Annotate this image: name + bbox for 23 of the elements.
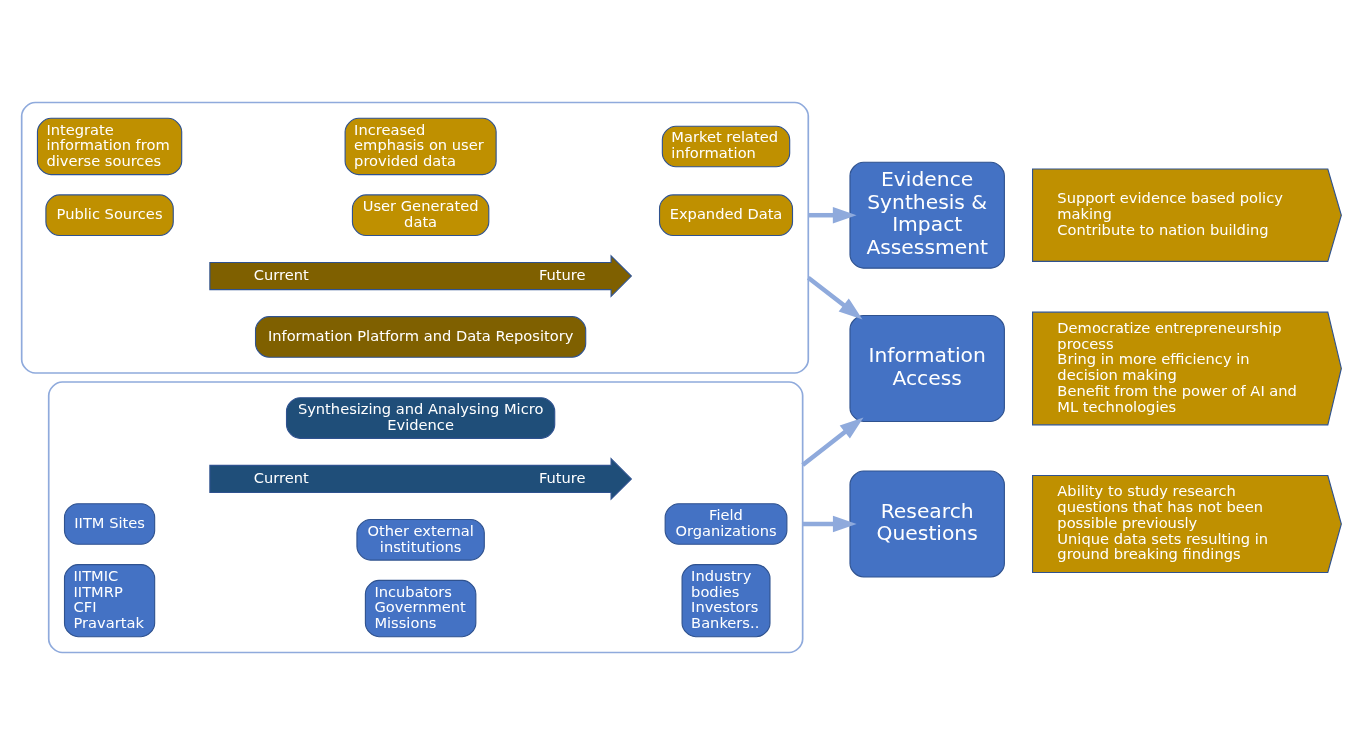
node-box: Other external institutions [356, 518, 485, 561]
node-box: Expanded Data [658, 194, 794, 237]
node-box: Industry bodies Investors Bankers.. [681, 564, 771, 638]
cluster [20, 101, 810, 374]
node-box: Increased emphasis on user provided data [344, 117, 497, 176]
arrow [808, 206, 857, 224]
node-box: Research Questions [849, 470, 1005, 578]
node-box: Information Access [849, 314, 1005, 422]
node-box: Information Platform and Data Repository [254, 316, 587, 358]
node-box: User Generated data [351, 194, 490, 237]
node-box: Field Organizations [664, 503, 788, 545]
arrow [802, 515, 857, 533]
node-box: IITMIC IITMRP CFI Pravartak [63, 564, 156, 638]
node-box: Evidence Synthesis & Impact Assessment [849, 161, 1005, 269]
arrow [801, 417, 864, 467]
node-box: Synthesizing and Analysing Micro Evidence [285, 397, 556, 439]
node-box: IITM Sites [63, 503, 156, 545]
cluster [47, 381, 804, 654]
arrow [806, 275, 863, 320]
node-box: Integrate information from diverse sources [36, 117, 183, 176]
node-box: Market related information [661, 125, 791, 168]
node-box: Incubators Government Missions [364, 579, 477, 638]
node-box: Public Sources [45, 194, 174, 237]
